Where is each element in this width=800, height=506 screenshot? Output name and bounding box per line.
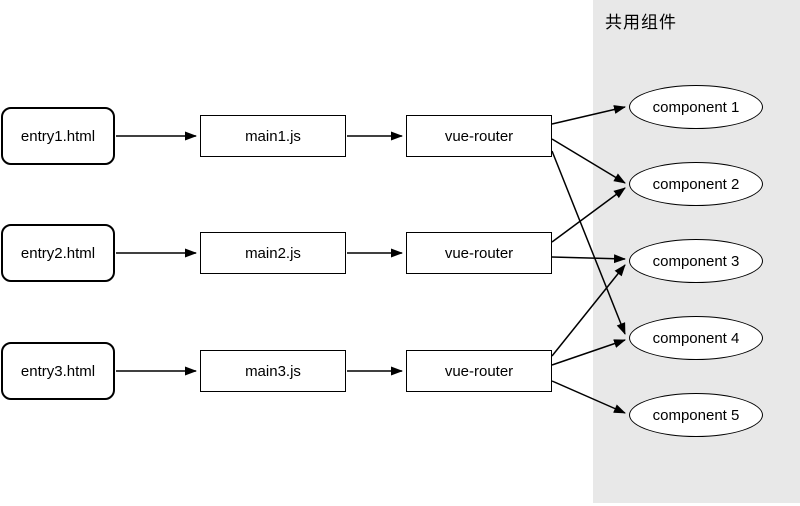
node-main1-label: main1.js bbox=[245, 127, 301, 145]
arrow-router3-component5 bbox=[551, 380, 626, 414]
node-entry2-label: entry2.html bbox=[20, 244, 96, 262]
node-entry3-label: entry3.html bbox=[20, 362, 96, 380]
node-entry1-label: entry1.html bbox=[20, 127, 96, 145]
node-main1: main1.js bbox=[200, 115, 346, 157]
arrow-router3-component3 bbox=[551, 264, 626, 357]
node-entry1: entry1.html bbox=[1, 107, 115, 165]
node-component-2-label: component 2 bbox=[652, 175, 740, 193]
node-component-5-label: component 5 bbox=[652, 406, 740, 424]
node-vue-router-2-label: vue-router bbox=[444, 244, 514, 262]
node-vue-router-3: vue-router bbox=[406, 350, 552, 392]
node-component-1-label: component 1 bbox=[652, 98, 740, 116]
node-vue-router-1: vue-router bbox=[406, 115, 552, 157]
node-component-3-label: component 3 bbox=[652, 252, 740, 270]
node-main2-label: main2.js bbox=[245, 244, 301, 262]
node-component-3: component 3 bbox=[629, 239, 763, 283]
node-component-5: component 5 bbox=[629, 393, 763, 437]
node-component-1: component 1 bbox=[629, 85, 763, 129]
arrow-router3-component4 bbox=[551, 339, 626, 366]
node-entry2: entry2.html bbox=[1, 224, 115, 282]
arrow-router1-component2 bbox=[551, 138, 626, 184]
node-component-4: component 4 bbox=[629, 316, 763, 360]
node-main3-label: main3.js bbox=[245, 362, 301, 380]
node-vue-router-3-label: vue-router bbox=[444, 362, 514, 380]
panel-title: 共用组件 bbox=[605, 13, 677, 32]
node-entry3: entry3.html bbox=[1, 342, 115, 400]
node-vue-router-1-label: vue-router bbox=[444, 127, 514, 145]
node-vue-router-2: vue-router bbox=[406, 232, 552, 274]
node-main3: main3.js bbox=[200, 350, 346, 392]
arrow-router1-component4 bbox=[551, 150, 626, 335]
arrow-router1-component1 bbox=[551, 105, 626, 125]
arrow-router2-component2 bbox=[551, 187, 626, 243]
node-component-4-label: component 4 bbox=[652, 329, 740, 347]
arrow-router2-component3 bbox=[551, 254, 626, 264]
node-main2: main2.js bbox=[200, 232, 346, 274]
node-component-2: component 2 bbox=[629, 162, 763, 206]
